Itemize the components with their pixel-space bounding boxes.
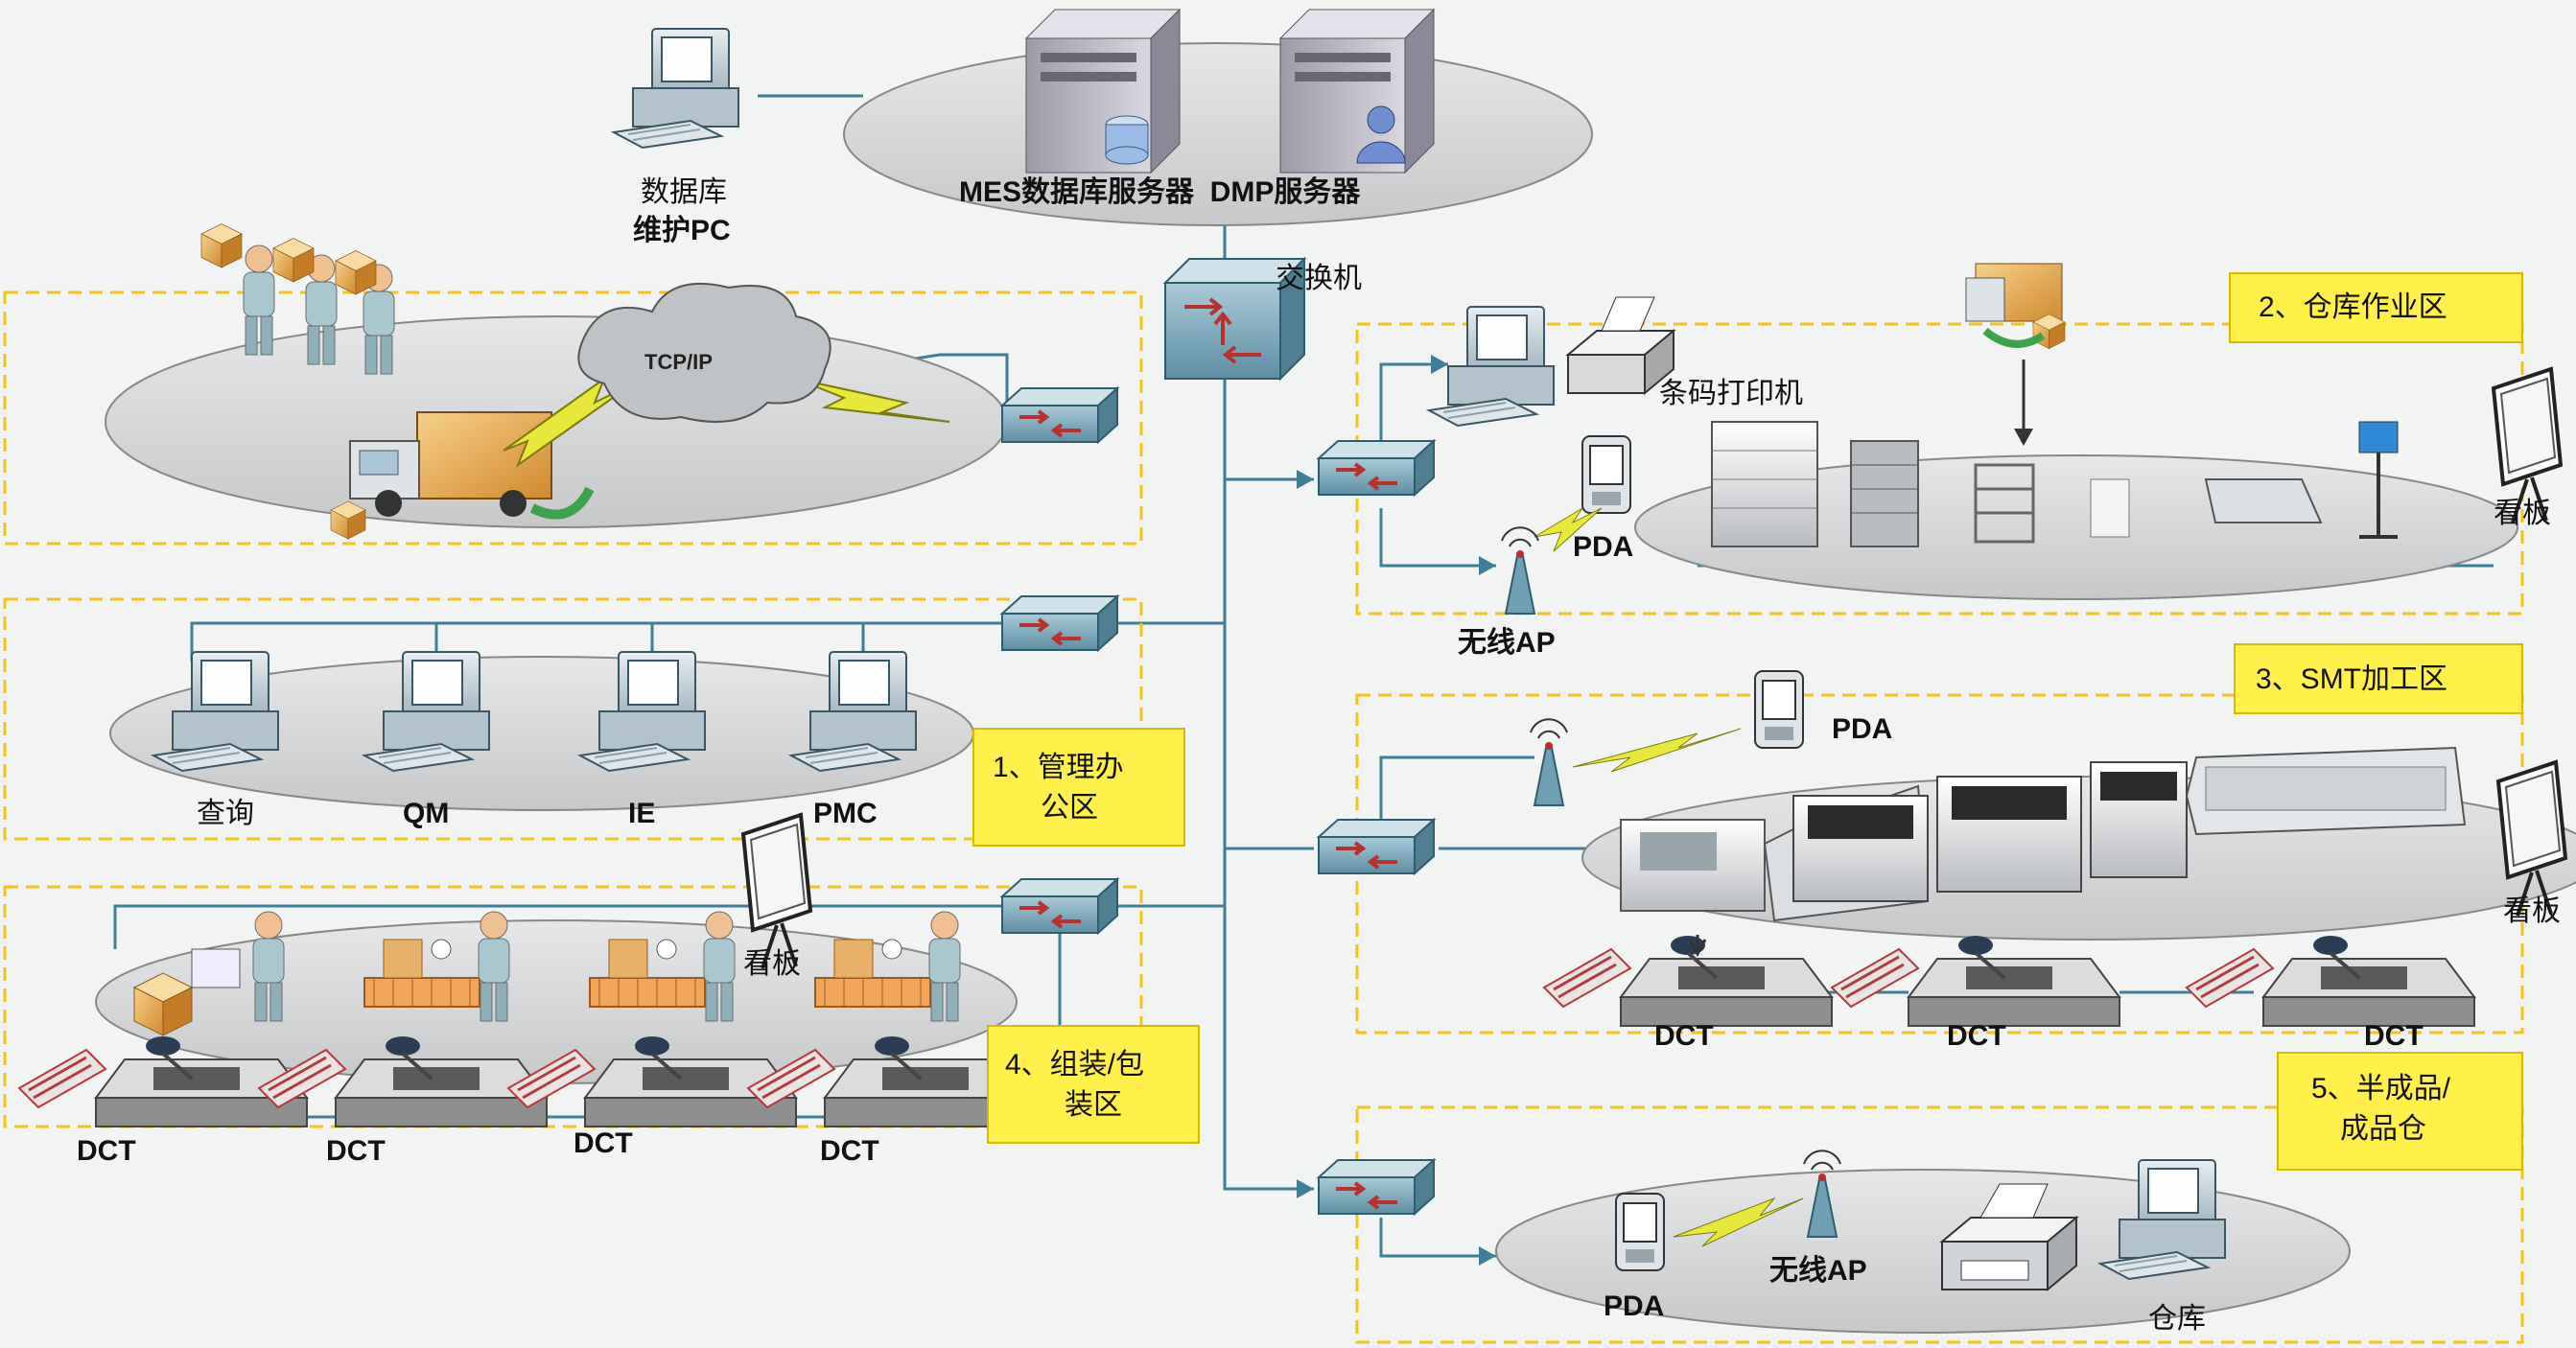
smt-ap-icon[interactable]: [1530, 718, 1568, 806]
assembly-zone: [3, 885, 1143, 1128]
assembly-dct-label-1: DCT: [77, 1135, 136, 1167]
db-pc-label-line1: 数据库: [641, 176, 727, 208]
smt-wireless-link-icon: [1572, 728, 1742, 773]
store-platform: [1495, 1169, 2351, 1334]
office-pc-label-qm: QM: [403, 798, 449, 829]
smt-dct-label-1: DCT: [1654, 1020, 1714, 1052]
smt-dct-label-2: DCT: [1947, 1020, 2006, 1052]
store-zone-label: 5、半成品/ 成品仓: [2277, 1052, 2523, 1171]
store-ap-label: 无线AP: [1769, 1255, 1867, 1287]
warehouse-board-label: 看板: [2494, 498, 2551, 529]
svg-text:4、组装/包: 4、组装/包: [1005, 1049, 1144, 1081]
logistics-zone: [3, 291, 1143, 546]
dmp-server-icon[interactable]: [1278, 8, 1436, 174]
svg-text:1、管理办: 1、管理办: [993, 752, 1124, 783]
warehouse-pda-label: PDA: [1573, 531, 1633, 563]
store-switch-icon[interactable]: [1317, 1158, 1436, 1216]
assembly-dct-label-3: DCT: [574, 1127, 633, 1159]
smt-dct-label-3: DCT: [2364, 1020, 2424, 1052]
smt-switch-icon[interactable]: [1317, 818, 1436, 875]
logistics-switch-icon[interactable]: [1000, 386, 1119, 444]
packing-station-icon: [133, 948, 241, 1036]
svg-text:公区: 公区: [1041, 792, 1098, 824]
smt-zone-label: 3、SMT加工区: [2234, 643, 2523, 714]
svg-text:5、半成品/: 5、半成品/: [2311, 1073, 2451, 1104]
warehouse-ap-icon[interactable]: [1501, 526, 1539, 615]
smt-board-label: 看板: [2503, 895, 2561, 927]
store-pc-label: 仓库: [2148, 1303, 2206, 1335]
mes-database-server-icon[interactable]: [1024, 8, 1182, 174]
store-pda-label: PDA: [1604, 1290, 1664, 1322]
smt-dct-3[interactable]: [2185, 934, 2476, 1028]
store-pda-icon[interactable]: [1615, 1193, 1665, 1271]
svg-text:装区: 装区: [1065, 1089, 1122, 1121]
office-pc-label-ie: IE: [628, 798, 655, 829]
assembly-dct-label-4: DCT: [820, 1135, 879, 1167]
barcode-printer-icon[interactable]: [1565, 296, 1676, 396]
smt-pda-icon[interactable]: [1754, 670, 1804, 749]
office-switch-icon[interactable]: [1000, 594, 1119, 652]
core-switch-icon[interactable]: [1162, 256, 1307, 382]
smt-pda-label: PDA: [1832, 713, 1892, 745]
svg-text:3、SMT加工区: 3、SMT加工区: [2256, 663, 2447, 695]
office-pc-label-query: 查询: [197, 798, 254, 829]
storage-racks-icon: [1711, 421, 2399, 547]
warehouse-ap-label: 无线AP: [1458, 627, 1556, 659]
smt-dct-1[interactable]: [1542, 934, 1834, 1028]
assembly-zone-label: 4、组装/包 装区: [987, 1025, 1200, 1144]
cloud-icon: TCP/IP: [577, 282, 831, 423]
smt-dct-2[interactable]: [1830, 934, 2121, 1028]
warehouse-zone-label: 2、仓库作业区: [2229, 272, 2523, 343]
cloud-label: TCP/IP: [644, 350, 713, 374]
smt-line-machines-icon: [1620, 746, 2467, 922]
servers-label: MES数据库服务器 DMP服务器: [959, 176, 1361, 208]
barcode-printer-label: 条码打印机: [1659, 378, 1803, 409]
store-zone: [1355, 1105, 2524, 1344]
office-zone: [3, 597, 1143, 841]
svg-text:成品仓: 成品仓: [2340, 1113, 2426, 1145]
assembly-dct-label-2: DCT: [326, 1135, 386, 1167]
warehouse-pda-icon[interactable]: [1581, 435, 1631, 514]
store-wireless-link-icon: [1673, 1197, 1804, 1247]
server-group: MES数据库服务器 DMP服务器: [843, 8, 1593, 226]
incoming-goods-icon: [1965, 263, 2066, 446]
db-pc-label-line2: 维护PC: [633, 215, 731, 246]
warehouse-wireless-link-icon: [1534, 507, 1603, 552]
core-switch-label: 交换机: [1276, 263, 1362, 294]
smt-dct-arrow: [1688, 935, 1707, 958]
warehouse-switch-icon[interactable]: [1317, 439, 1436, 497]
svg-text:2、仓库作业区: 2、仓库作业区: [2259, 291, 2447, 323]
store-printer-icon[interactable]: [1939, 1183, 2079, 1292]
db-maintenance-pc[interactable]: [613, 28, 739, 149]
assembly-board-label: 看板: [743, 948, 801, 980]
office-zone-label: 1、管理办 公区: [972, 728, 1185, 847]
assembly-switch-icon[interactable]: [1000, 877, 1119, 935]
office-pc-label-pmc: PMC: [813, 798, 878, 829]
